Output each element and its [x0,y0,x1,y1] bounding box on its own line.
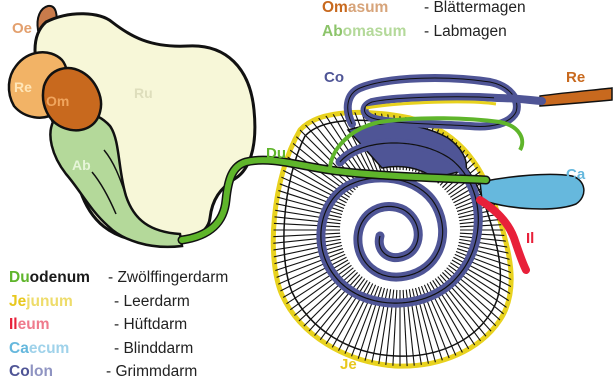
stomach-group [9,6,255,247]
legend-abbr: Il [9,316,18,333]
label-oe: Oe [12,20,32,37]
legend-translation: - Blinddarm [114,340,193,357]
label-ru: Ru [134,85,153,101]
legend-row-ileum: Ileum - Hüftdarm [9,315,228,339]
legend-abbr: Co [9,363,30,380]
label-du: Du [266,145,286,162]
legend-rest: odenum [30,269,90,286]
legend-translation: - Zwölffingerdarm [108,269,228,286]
legend-abbr: Je [9,293,26,310]
legend-top: Omasum - Blättermagen Abomasum - Labmagen [322,0,526,41]
legend-row-abomasum: Abomasum - Labmagen [322,22,526,41]
label-ca: Ca [566,166,586,183]
legend-translation: - Leerdarm [114,293,190,310]
legend-abbr: Ab [322,23,343,40]
label-co: Co [324,69,344,86]
rectum [540,88,612,106]
label-il: Il [526,230,534,247]
legend-rest: eum [18,316,50,333]
legend-abbr: Ca [9,340,29,357]
legend-translation: - Labmagen [424,23,507,40]
label-je: Je [340,356,357,373]
legend-row-omasum: Omasum - Blättermagen [322,0,526,17]
legend-abbr: Du [9,269,30,286]
legend-bottom: Duodenum - Zwölffingerdarm Jejunum - Leerd… [9,268,228,386]
legend-rest: junum [26,293,73,310]
label-om: Om [46,93,69,109]
legend-rest: asum [348,0,389,16]
legend-row-caecum: Caecum - Blinddarm [9,339,228,363]
legend-translation: - Grimmdarm [106,363,197,380]
legend-row-duodenum: Duodenum - Zwölffingerdarm [9,268,228,292]
legend-row-jejunum: Jejunum - Leerdarm [9,292,228,316]
legend-rest: ecum [29,340,70,357]
legend-translation: - Hüftdarm [114,316,187,333]
legend-abbr: Om [322,0,348,16]
legend-rest: omasum [343,23,407,40]
legend-rest: lon [30,363,53,380]
colon-to-rectum [498,98,542,101]
label-re-stomach: Re [14,79,32,95]
legend-translation: - Blättermagen [424,0,526,16]
label-re-rectum: Re [566,69,585,86]
label-ab: Ab [72,157,91,173]
